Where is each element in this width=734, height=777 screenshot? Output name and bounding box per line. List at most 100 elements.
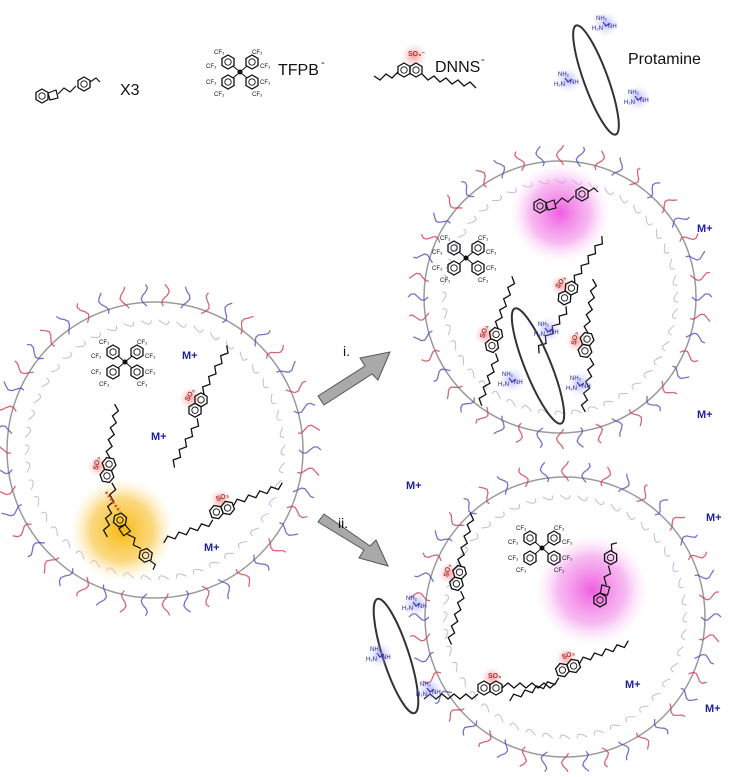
peg-inner-loop [664, 546, 671, 557]
peg-strand [414, 572, 435, 583]
peg-inner-loop [651, 692, 661, 702]
peg-strand [647, 182, 661, 199]
peg-strand [536, 427, 544, 449]
peg-inner-loop [491, 194, 502, 202]
peg-inner-loop [509, 722, 520, 731]
peg-inner-loop [603, 400, 614, 407]
peg-inner-loop [252, 363, 260, 374]
peg-strand [694, 653, 715, 665]
nanosphere-path-i: M+ M+ [407, 144, 713, 450]
peg-strand [420, 234, 441, 243]
peg-strand [0, 469, 13, 475]
peg-strand [690, 313, 711, 322]
peg-inner-loop [594, 498, 605, 506]
peg-strand [200, 292, 210, 315]
peg-inner-loop [672, 561, 679, 573]
peg-inner-loop [640, 521, 650, 531]
peg-strand [298, 446, 322, 454]
peg-inner-loop [33, 393, 42, 404]
peg-strand [555, 144, 565, 166]
peg-inner-loop [525, 498, 537, 504]
peg-strand [407, 293, 429, 301]
peg-strand [617, 741, 630, 761]
peg-inner-loop [672, 308, 678, 320]
peg-inner-loop [209, 561, 220, 568]
peg-inner-loop [459, 677, 466, 688]
peg-strand [414, 651, 434, 663]
peg-inner-loop [480, 703, 490, 713]
peg-inner-loop [457, 355, 465, 366]
peg-strand [286, 505, 308, 519]
nanosphere-path-ii: M+ M+ M+ M+ [365, 460, 722, 774]
peg-strand [254, 330, 271, 347]
peg-strand [240, 315, 254, 335]
protamine-chain [510, 307, 566, 425]
peg-strand [408, 272, 429, 282]
peg-strand [581, 462, 591, 484]
peg-inner-loop [680, 629, 687, 640]
peg-strand [517, 467, 529, 488]
peg-inner-loop [619, 194, 629, 204]
legend-tfpb-label: TFPB [278, 62, 319, 79]
peg-inner-loop [192, 568, 204, 575]
peg-strand [422, 552, 442, 562]
peg-strand [694, 569, 715, 580]
peg-strand [691, 293, 713, 301]
peg-strand [161, 593, 171, 616]
svg-text:SO₃⁻: SO₃⁻ [408, 51, 425, 58]
peg-inner-loop [24, 444, 30, 456]
peg-inner-loop [140, 319, 152, 325]
metal-ion-label: M+ [625, 679, 641, 691]
peg-strand [160, 283, 171, 307]
legend-protamine-label: Protamine [628, 51, 701, 68]
peg-strand [685, 250, 706, 261]
peg-strand [535, 145, 545, 167]
peg-inner-loop [662, 678, 671, 688]
peg-strand [646, 396, 661, 412]
guanidine-group [365, 641, 394, 669]
nanosphere-path-i-shell [423, 160, 697, 434]
metal-ion-label: M+ [151, 431, 167, 443]
peg-strand [279, 521, 299, 536]
peg-strand [496, 739, 509, 759]
peg-strand [661, 380, 678, 395]
arrow-i-label: i. [343, 343, 350, 359]
peg-inner-loop [653, 356, 663, 366]
peg-strand [540, 751, 548, 773]
peg-strand [669, 703, 686, 718]
peg-inner-loop [643, 370, 653, 379]
peg-strand [560, 752, 570, 774]
peg-inner-loop [626, 511, 636, 520]
peg-inner-loop [41, 377, 50, 388]
peg-strand [217, 578, 231, 600]
peg-strand [276, 360, 296, 373]
peg-strand [680, 534, 699, 546]
peg-strand [201, 585, 210, 608]
peg-inner-loop [239, 351, 248, 361]
legend-x3-label: X3 [120, 82, 140, 99]
peg-inner-loop [158, 575, 170, 581]
metal-ion-label: M+ [204, 542, 220, 554]
peg-inner-loop [542, 495, 554, 501]
peg-inner-loop [445, 324, 451, 336]
peg-strand [685, 332, 706, 344]
peg-inner-loop [521, 405, 533, 412]
peg-inner-loop [639, 705, 649, 713]
peg-inner-loop [50, 526, 58, 537]
peg-inner-loop [681, 594, 687, 606]
tfpb-molecule [432, 236, 497, 284]
peg-inner-loop [494, 511, 505, 518]
peg-strand [595, 423, 604, 444]
peg-strand [27, 542, 46, 558]
peg-inner-loop [587, 406, 599, 412]
peg-strand [653, 719, 669, 735]
peg-strand [617, 473, 630, 493]
peg-strand [235, 568, 251, 587]
peg-inner-loop [494, 714, 504, 723]
peg-strand [448, 511, 465, 527]
peg-inner-loop [270, 393, 277, 404]
ion-pair-interaction [104, 491, 122, 513]
peg-inner-loop [279, 462, 285, 474]
peg-strand [140, 593, 149, 617]
peg-inner-loop [450, 340, 457, 351]
